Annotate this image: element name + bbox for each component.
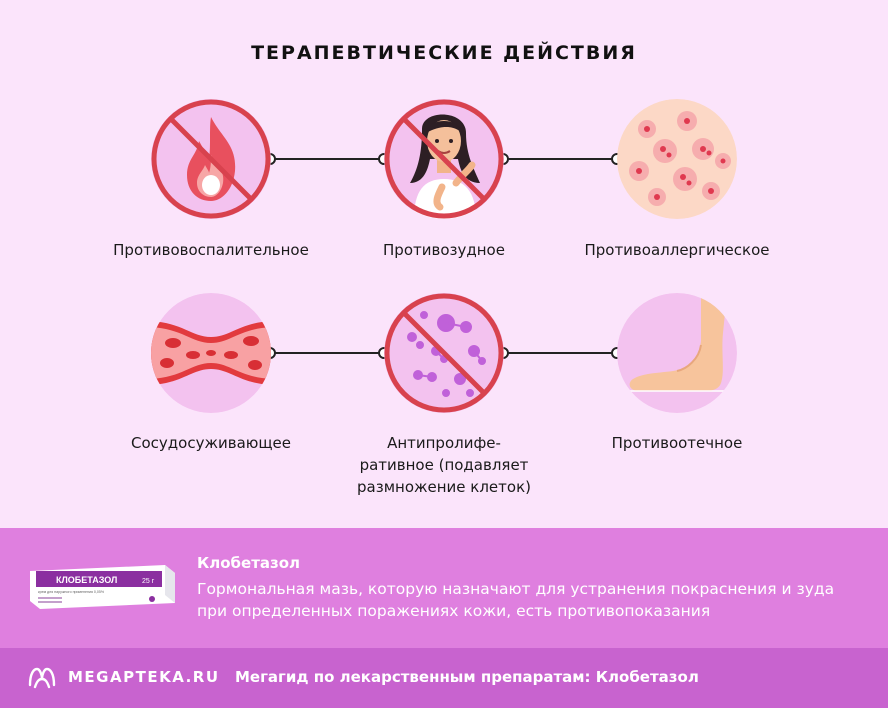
page-title: ТЕРАПЕВТИЧЕСКИЕ ДЕЙСТВИЯ	[251, 42, 637, 64]
footer-caption: Мегагид по лекарственным препаратам: Кло…	[235, 668, 699, 686]
megapteka-logo-icon	[28, 667, 56, 689]
foot-icon	[617, 293, 737, 413]
fire-icon	[151, 99, 271, 219]
blood-vessel-icon	[151, 293, 271, 413]
connector-line	[270, 158, 384, 160]
drug-info-band: КЛОБЕТАЗОЛ 25 г крем для наружного приме…	[0, 528, 888, 648]
rash-skin-icon	[617, 99, 737, 219]
action-label: Противоаллергическое	[584, 241, 770, 259]
box-brand-text: КЛОБЕТАЗОЛ	[56, 575, 117, 585]
action-label: Противоотечное	[611, 434, 743, 452]
drug-name: Клобетазол	[197, 554, 301, 572]
drug-description: Гормональная мазь, которую назначают для…	[197, 580, 835, 620]
main-area: ТЕРАПЕВТИЧЕСКИЕ ДЕЙСТВИЯ	[113, 42, 770, 496]
action-label: Противовоспалительное	[113, 241, 309, 259]
box-weight-text: 25 г	[142, 578, 155, 585]
scratching-woman-icon	[384, 99, 504, 219]
logo-text[interactable]: MEGAPTEKA.RU	[68, 668, 220, 686]
footer: MEGAPTEKA.RU Мегагид по лекарственным пр…	[0, 648, 888, 708]
connector-line	[503, 158, 617, 160]
cells-icon	[384, 293, 504, 413]
action-label: Противозудное	[383, 241, 505, 259]
connector-line	[503, 352, 617, 354]
box-subtitle-text: крем для наружного применения 0,05%	[38, 590, 105, 594]
connector-line	[270, 352, 384, 354]
action-label: Сосудосуживающее	[131, 434, 291, 452]
action-label: Антипролифе- ративное (подавляет размнож…	[357, 434, 531, 496]
drug-box-image: КЛОБЕТАЗОЛ 25 г крем для наружного приме…	[30, 561, 175, 611]
